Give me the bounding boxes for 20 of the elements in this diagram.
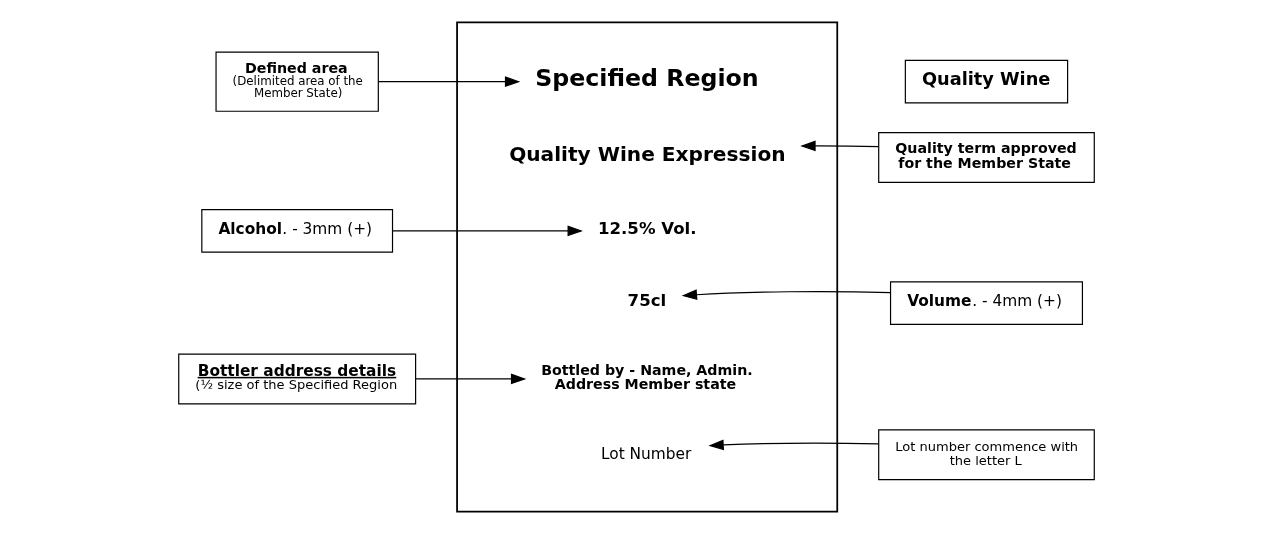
- node-text: Specified Region: [534, 64, 759, 93]
- node-text: Quality Wine Expression: [508, 142, 786, 167]
- node-box: Volume. - 4mm (+): [889, 281, 1083, 326]
- node-text: Bottled by - Name, Admin. Address Member state: [540, 361, 753, 393]
- cluster: [455, 21, 838, 513]
- node-box: Lot number commence with the letter L: [877, 429, 1095, 481]
- node-box: Quality Wine: [904, 59, 1068, 104]
- node-text: Lot Number: [600, 444, 691, 463]
- node-box: Alcohol. - 3mm (+): [200, 208, 393, 253]
- node-box: Bottler address details (½ size of the Specified Region: [177, 353, 416, 405]
- arrow: [681, 289, 891, 301]
- node-text: 12.5% Vol.: [597, 219, 697, 239]
- node-box: Quality term approved for the Member State: [877, 132, 1095, 183]
- arrow: [391, 225, 583, 237]
- node-box: Defined area (Delimited area of the Member State): [214, 51, 379, 112]
- arrow: [414, 373, 526, 385]
- arrow: [799, 140, 879, 152]
- arrow: [377, 76, 520, 88]
- arrow: [707, 439, 879, 451]
- node-text: 75cl: [627, 291, 666, 311]
